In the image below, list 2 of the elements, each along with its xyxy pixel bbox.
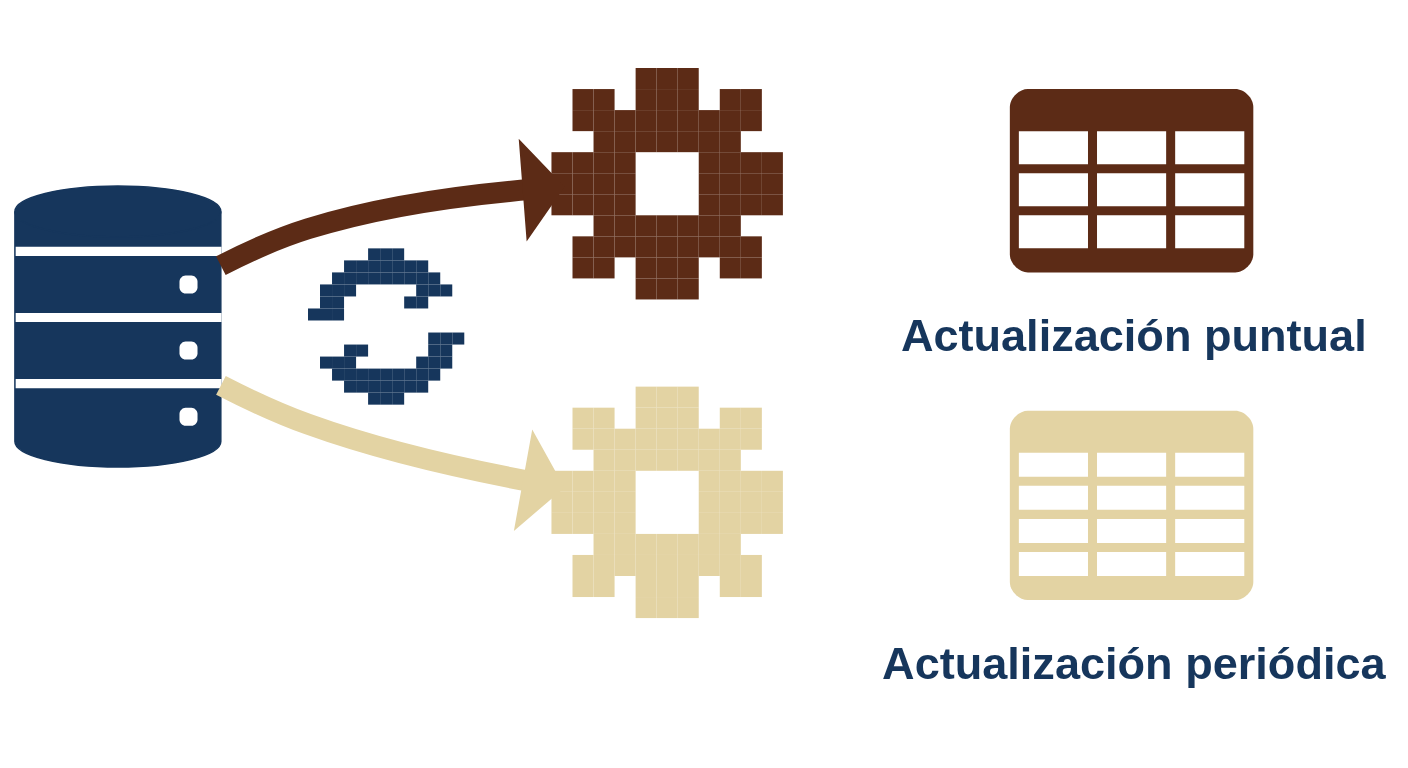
label: Actualización periódica <box>882 637 1386 689</box>
label: Actualización puntual <box>900 310 1367 362</box>
